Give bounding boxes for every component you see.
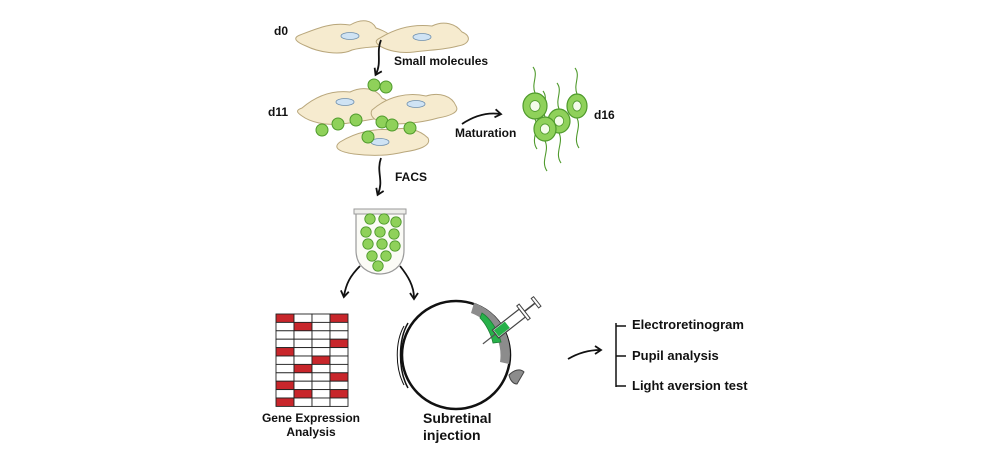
heatmap-cell [329,397,349,407]
syringe-icon [482,295,542,345]
heatmap-cell [293,397,313,407]
heatmap-cell [311,372,331,382]
sorted-cell [366,250,378,262]
heatmap-cell [275,338,295,349]
heatmap-cell [293,313,313,323]
mature-neurons-d16-icon [522,66,588,172]
stage-d11-label: d11 [268,105,289,119]
subretinal-line2: injection [423,427,481,443]
heatmap-cell [275,321,295,332]
heatmap-cell [329,313,349,323]
green-cell-d11 [361,130,375,144]
gene-expression-label: Gene Expression Analysis [256,411,366,439]
cell-tube-icon [353,208,407,275]
gene-expression-heatmap [275,313,349,407]
heatmap-cell [293,363,313,374]
heatmap-cell [329,347,349,357]
gene-expression-line1: Gene Expression [261,411,361,425]
heatmap-cell [293,355,313,365]
heatmap-cell [311,389,331,399]
heatmap-cell [329,372,349,382]
heatmap-cell [329,389,349,399]
heatmap-cell [293,338,313,349]
heatmap-cell [293,321,313,332]
sorted-cell [372,260,384,272]
heatmap-cell [275,355,295,365]
heatmap-cell [293,389,313,399]
green-cell-d11 [379,80,393,94]
green-cell-d11 [331,117,345,131]
sorted-cell [374,226,386,238]
heatmap-cell [275,380,295,391]
heatmap-cell [275,389,295,399]
sorted-cell [360,226,372,238]
heatmap-cell [329,321,349,332]
arrow-maturation [461,108,503,125]
heatmap-cell [293,380,313,391]
facs-label: FACS [395,170,428,184]
green-cell-d11 [385,118,399,132]
sorted-cell [388,228,400,240]
heatmap-cell [275,363,295,374]
heatmap-cell [275,330,295,340]
fibroblasts-d0-icon [295,20,469,54]
heatmap-cell [311,321,331,332]
small-molecules-label: Small molecules [394,54,489,68]
heatmap-cell [275,347,295,357]
heatmap-cell [329,330,349,340]
heatmap-cell [329,380,349,391]
maturation-label: Maturation [455,126,517,140]
flow-arrows [340,39,603,360]
arrow-d0-to-d11 [373,39,383,77]
gene-expression-line2: Analysis [286,425,336,439]
arrow-to-heatmap [340,265,361,299]
green-cell-d11 [367,78,381,92]
heatmap-cell [293,372,313,382]
heatmap-cell [275,372,295,382]
subretinal-line1: Subretinal [423,410,492,426]
test-electroretinogram: Electroretinogram [632,317,744,332]
sorted-cell [376,238,388,250]
heatmap-cell [275,397,295,407]
sorted-cell [389,240,401,252]
heatmap-cell [293,347,313,357]
heatmap-cell [311,380,331,391]
heatmap-cell [311,338,331,349]
heatmap-cell [293,330,313,340]
sorted-cell [364,213,376,225]
heatmap-cell [311,347,331,357]
subretinal-injection-label: Subretinal injection [423,410,491,444]
stage-d16-label: d16 [594,108,615,122]
sorted-cell [390,216,402,228]
arrow-to-eye [399,265,419,301]
stage-d0-label: d0 [274,24,289,38]
arrow-to-tests [567,345,603,360]
green-cell-d11 [403,121,417,135]
arrow-facs [375,157,385,197]
eye-icon [396,299,525,411]
green-cell-d11 [315,123,329,137]
tests-bracket [615,323,626,387]
heatmap-cell [329,338,349,349]
heatmap-cell [311,330,331,340]
heatmap-cell [275,313,295,323]
heatmap-cell [311,355,331,365]
sorted-cell [362,238,374,250]
sorted-cell [380,250,392,262]
heatmap-cell [311,397,331,407]
sorted-cell [378,213,390,225]
test-light-aversion: Light aversion test [632,378,748,393]
test-pupil-analysis: Pupil analysis [632,348,719,363]
fibroblasts-d11-icon [297,78,458,156]
heatmap-cell [311,363,331,374]
heatmap-cell [329,355,349,365]
heatmap-cell [311,313,331,323]
green-cell-d11 [349,113,363,127]
heatmap-cell [329,363,349,374]
